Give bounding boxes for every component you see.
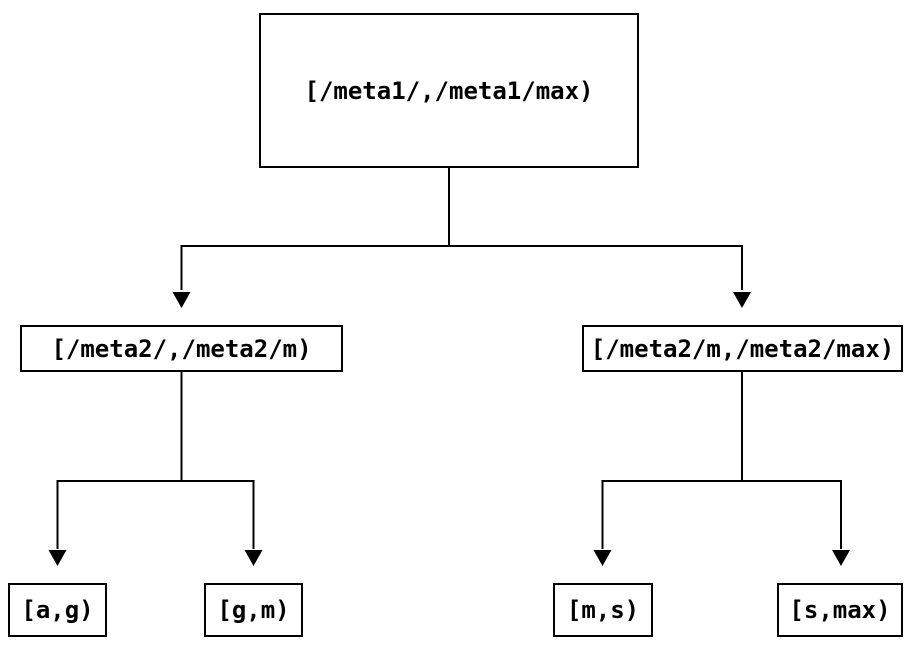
node-label: [s,max)	[789, 596, 891, 624]
arrow-down-icon	[48, 550, 67, 566]
node-label: [/meta2/m,/meta2/max)	[590, 334, 895, 363]
node-label: [g,m)	[217, 596, 290, 624]
node-label: [/meta2/,/meta2/m)	[51, 334, 312, 363]
node-leaf-m-s: [m,s)	[553, 583, 653, 637]
arrow-down-icon	[172, 292, 191, 308]
arrow-down-icon	[244, 550, 263, 566]
node-leaf-s-max: [s,max)	[777, 583, 903, 637]
node-meta2-right-range: [/meta2/m,/meta2/max)	[582, 325, 903, 372]
arrow-down-icon	[832, 550, 850, 566]
node-root-meta1-range: [/meta1/,/meta1/max)	[259, 13, 639, 168]
node-leaf-a-g: [a,g)	[8, 583, 107, 637]
arrow-down-icon	[593, 550, 612, 566]
node-label: [/meta1/,/meta1/max)	[304, 76, 594, 105]
node-leaf-g-m: [g,m)	[204, 583, 303, 637]
node-label: [a,g)	[21, 596, 94, 624]
arrow-down-icon	[733, 292, 751, 308]
node-label: [m,s)	[566, 596, 640, 624]
node-meta2-left-range: [/meta2/,/meta2/m)	[20, 325, 343, 372]
